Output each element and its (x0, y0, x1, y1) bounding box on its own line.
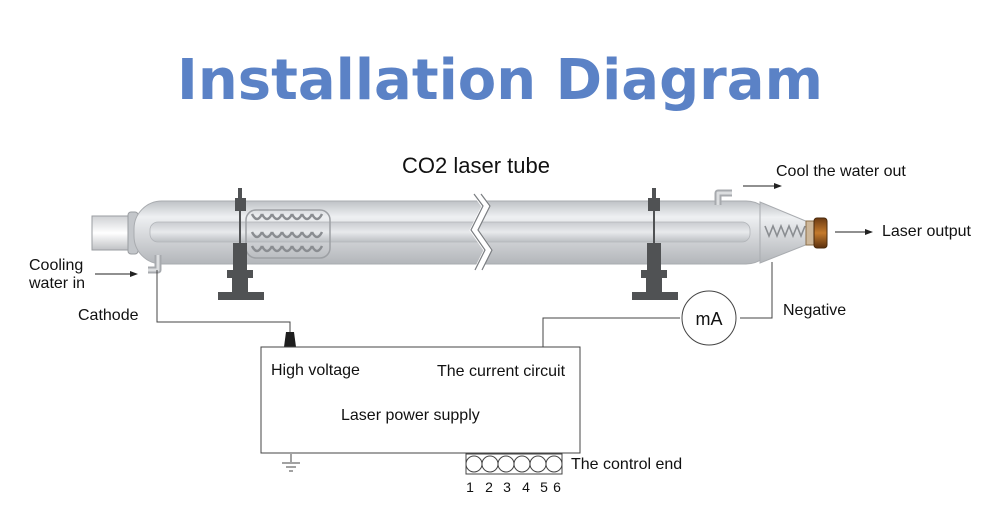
wiring (156, 262, 773, 472)
laser-output-lens (805, 217, 828, 249)
cathode-end-cap (91, 211, 139, 255)
right-mount (632, 188, 678, 300)
diagram-title: Installation Diagram (177, 48, 823, 113)
power-supply-box (260, 346, 581, 454)
current-circuit-label: The current circuit (437, 363, 566, 380)
tube-label: CO2 laser tube (402, 153, 550, 178)
terminal-label: 4 (522, 479, 530, 495)
tube-break-mark (469, 191, 493, 272)
control-end-label: The control end (571, 456, 683, 473)
terminal-label: 1 (466, 479, 474, 495)
arrow-cooling-in (95, 271, 138, 277)
high-voltage-label: High voltage (271, 362, 360, 379)
terminal-label: 6 (553, 479, 561, 495)
left-mount (218, 188, 264, 300)
cooling-in-label-line2: water in (29, 275, 86, 292)
cooling-in-label-line1: Cooling (29, 257, 84, 274)
power-supply-label: Laser power supply (341, 407, 480, 424)
cooling-outlet-nozzle (714, 189, 732, 205)
negative-label: Negative (783, 302, 847, 319)
terminal-label: 5 (540, 479, 548, 495)
arrow-cool-out (743, 183, 782, 189)
terminal-label: 3 (503, 479, 511, 495)
arrow-laser-output (835, 229, 873, 235)
terminal-label: 2 (485, 479, 493, 495)
cooling-inlet-nozzle (148, 255, 162, 274)
laser-output-label: Laser output (882, 223, 971, 240)
ma-meter (681, 290, 737, 346)
ma-meter-label: mA (696, 309, 723, 329)
cool-out-label: Cool the water out (776, 163, 906, 180)
control-terminal-block (465, 453, 563, 475)
cooling-coil (245, 209, 331, 259)
cathode-label: Cathode (78, 307, 139, 324)
high-voltage-connector (284, 332, 296, 347)
output-coil (764, 223, 806, 239)
